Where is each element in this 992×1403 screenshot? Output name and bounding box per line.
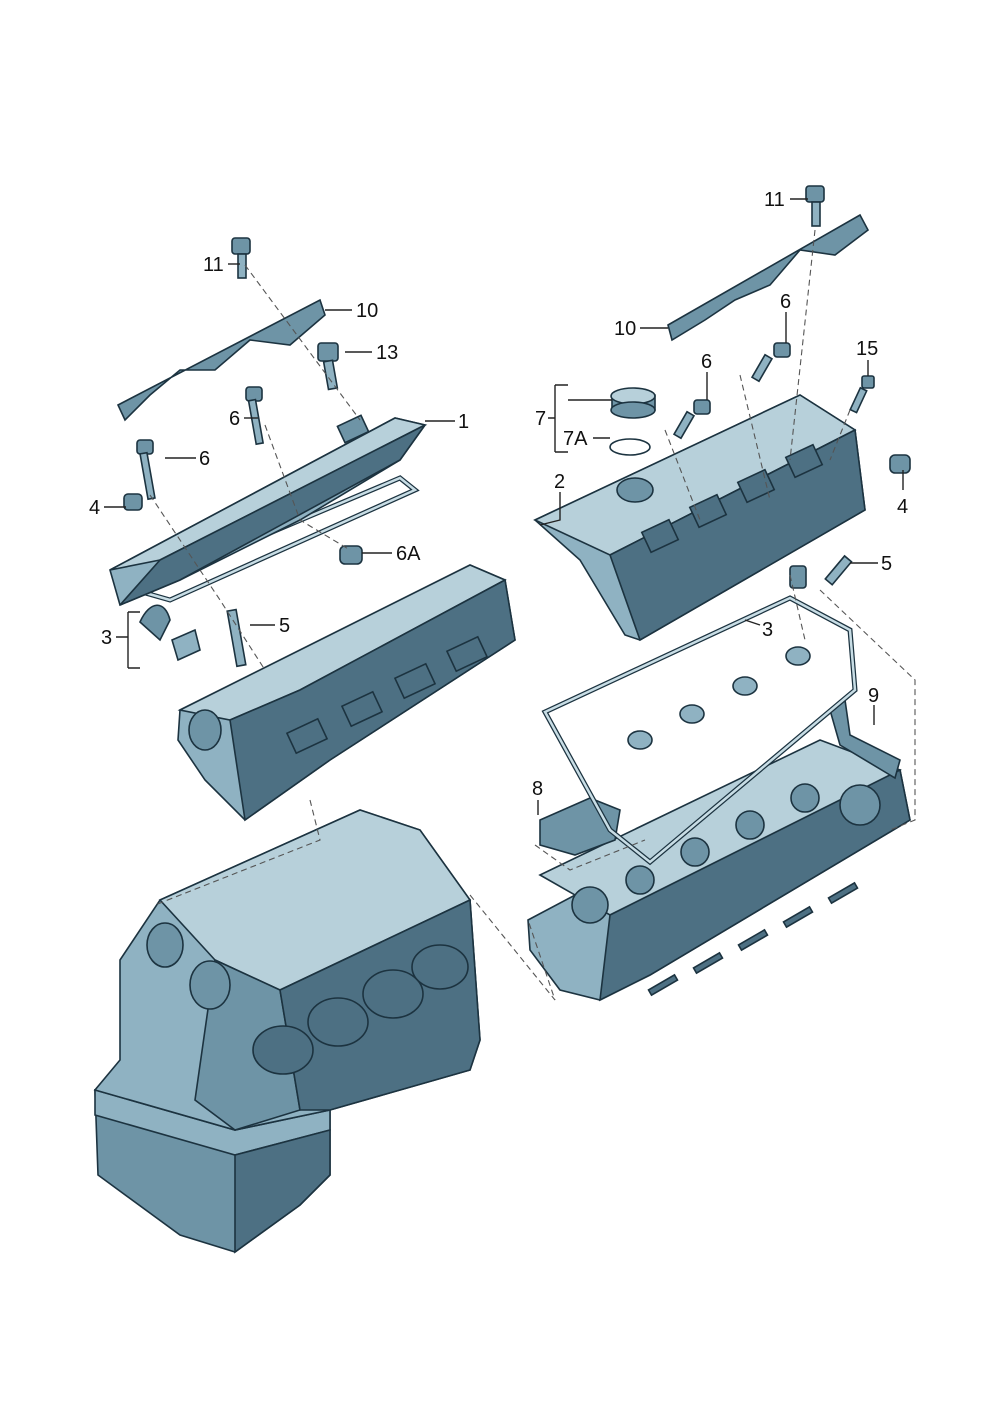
cylinder-bores	[146, 922, 469, 1075]
right-valve-cover-gasket	[541, 565, 858, 866]
label-1: 1	[458, 411, 469, 433]
left-heat-shield-bracket	[116, 298, 326, 422]
head-studs	[647, 881, 859, 997]
label-8: 8	[532, 778, 543, 800]
intake-ports-left	[285, 635, 489, 755]
spark-plug-seals	[627, 646, 811, 750]
label-7A: 7A	[563, 428, 588, 450]
label-5-left: 5	[279, 615, 290, 637]
label-15: 15	[856, 338, 878, 360]
label-13: 13	[376, 342, 398, 364]
oil-filler-cap	[609, 387, 656, 456]
left-gaskets	[127, 475, 420, 662]
camshaft-lobes	[571, 783, 881, 924]
label-3-left: 3	[101, 627, 112, 649]
label-2: 2	[554, 471, 565, 493]
label-6-right-upper: 6	[780, 291, 791, 313]
label-7: 7	[535, 408, 546, 430]
label-11-right: 11	[764, 189, 785, 211]
label-10-right: 10	[614, 318, 636, 340]
label-6A: 6A	[396, 543, 421, 565]
label-4-left: 4	[89, 497, 100, 519]
label-4-right: 4	[897, 496, 908, 518]
right-cylinder-head	[527, 739, 911, 1002]
assembly-lines	[149, 229, 916, 1001]
left-valve-cover	[109, 414, 428, 607]
left-bolts	[123, 237, 363, 668]
label-6-left-upper: 6	[229, 408, 240, 430]
label-3-right: 3	[762, 619, 773, 641]
label-11-left: 11	[203, 254, 224, 276]
label-6-right-lower: 6	[701, 351, 712, 373]
right-bolts	[672, 185, 911, 586]
right-heat-shield-bracket	[667, 213, 870, 342]
label-9: 9	[868, 685, 879, 707]
label-5-right: 5	[881, 553, 892, 575]
label-6-left-lower: 6	[199, 448, 210, 470]
right-valve-cover	[533, 394, 866, 642]
callout-labels: 11 10 13 6 1 6 4 6A 3 5 11 10 6 15 6 7 7…	[89, 189, 908, 800]
leader-lines	[104, 198, 904, 815]
engine-block	[93, 809, 481, 1254]
label-10-left: 10	[356, 300, 378, 322]
left-cylinder-head	[177, 564, 516, 822]
